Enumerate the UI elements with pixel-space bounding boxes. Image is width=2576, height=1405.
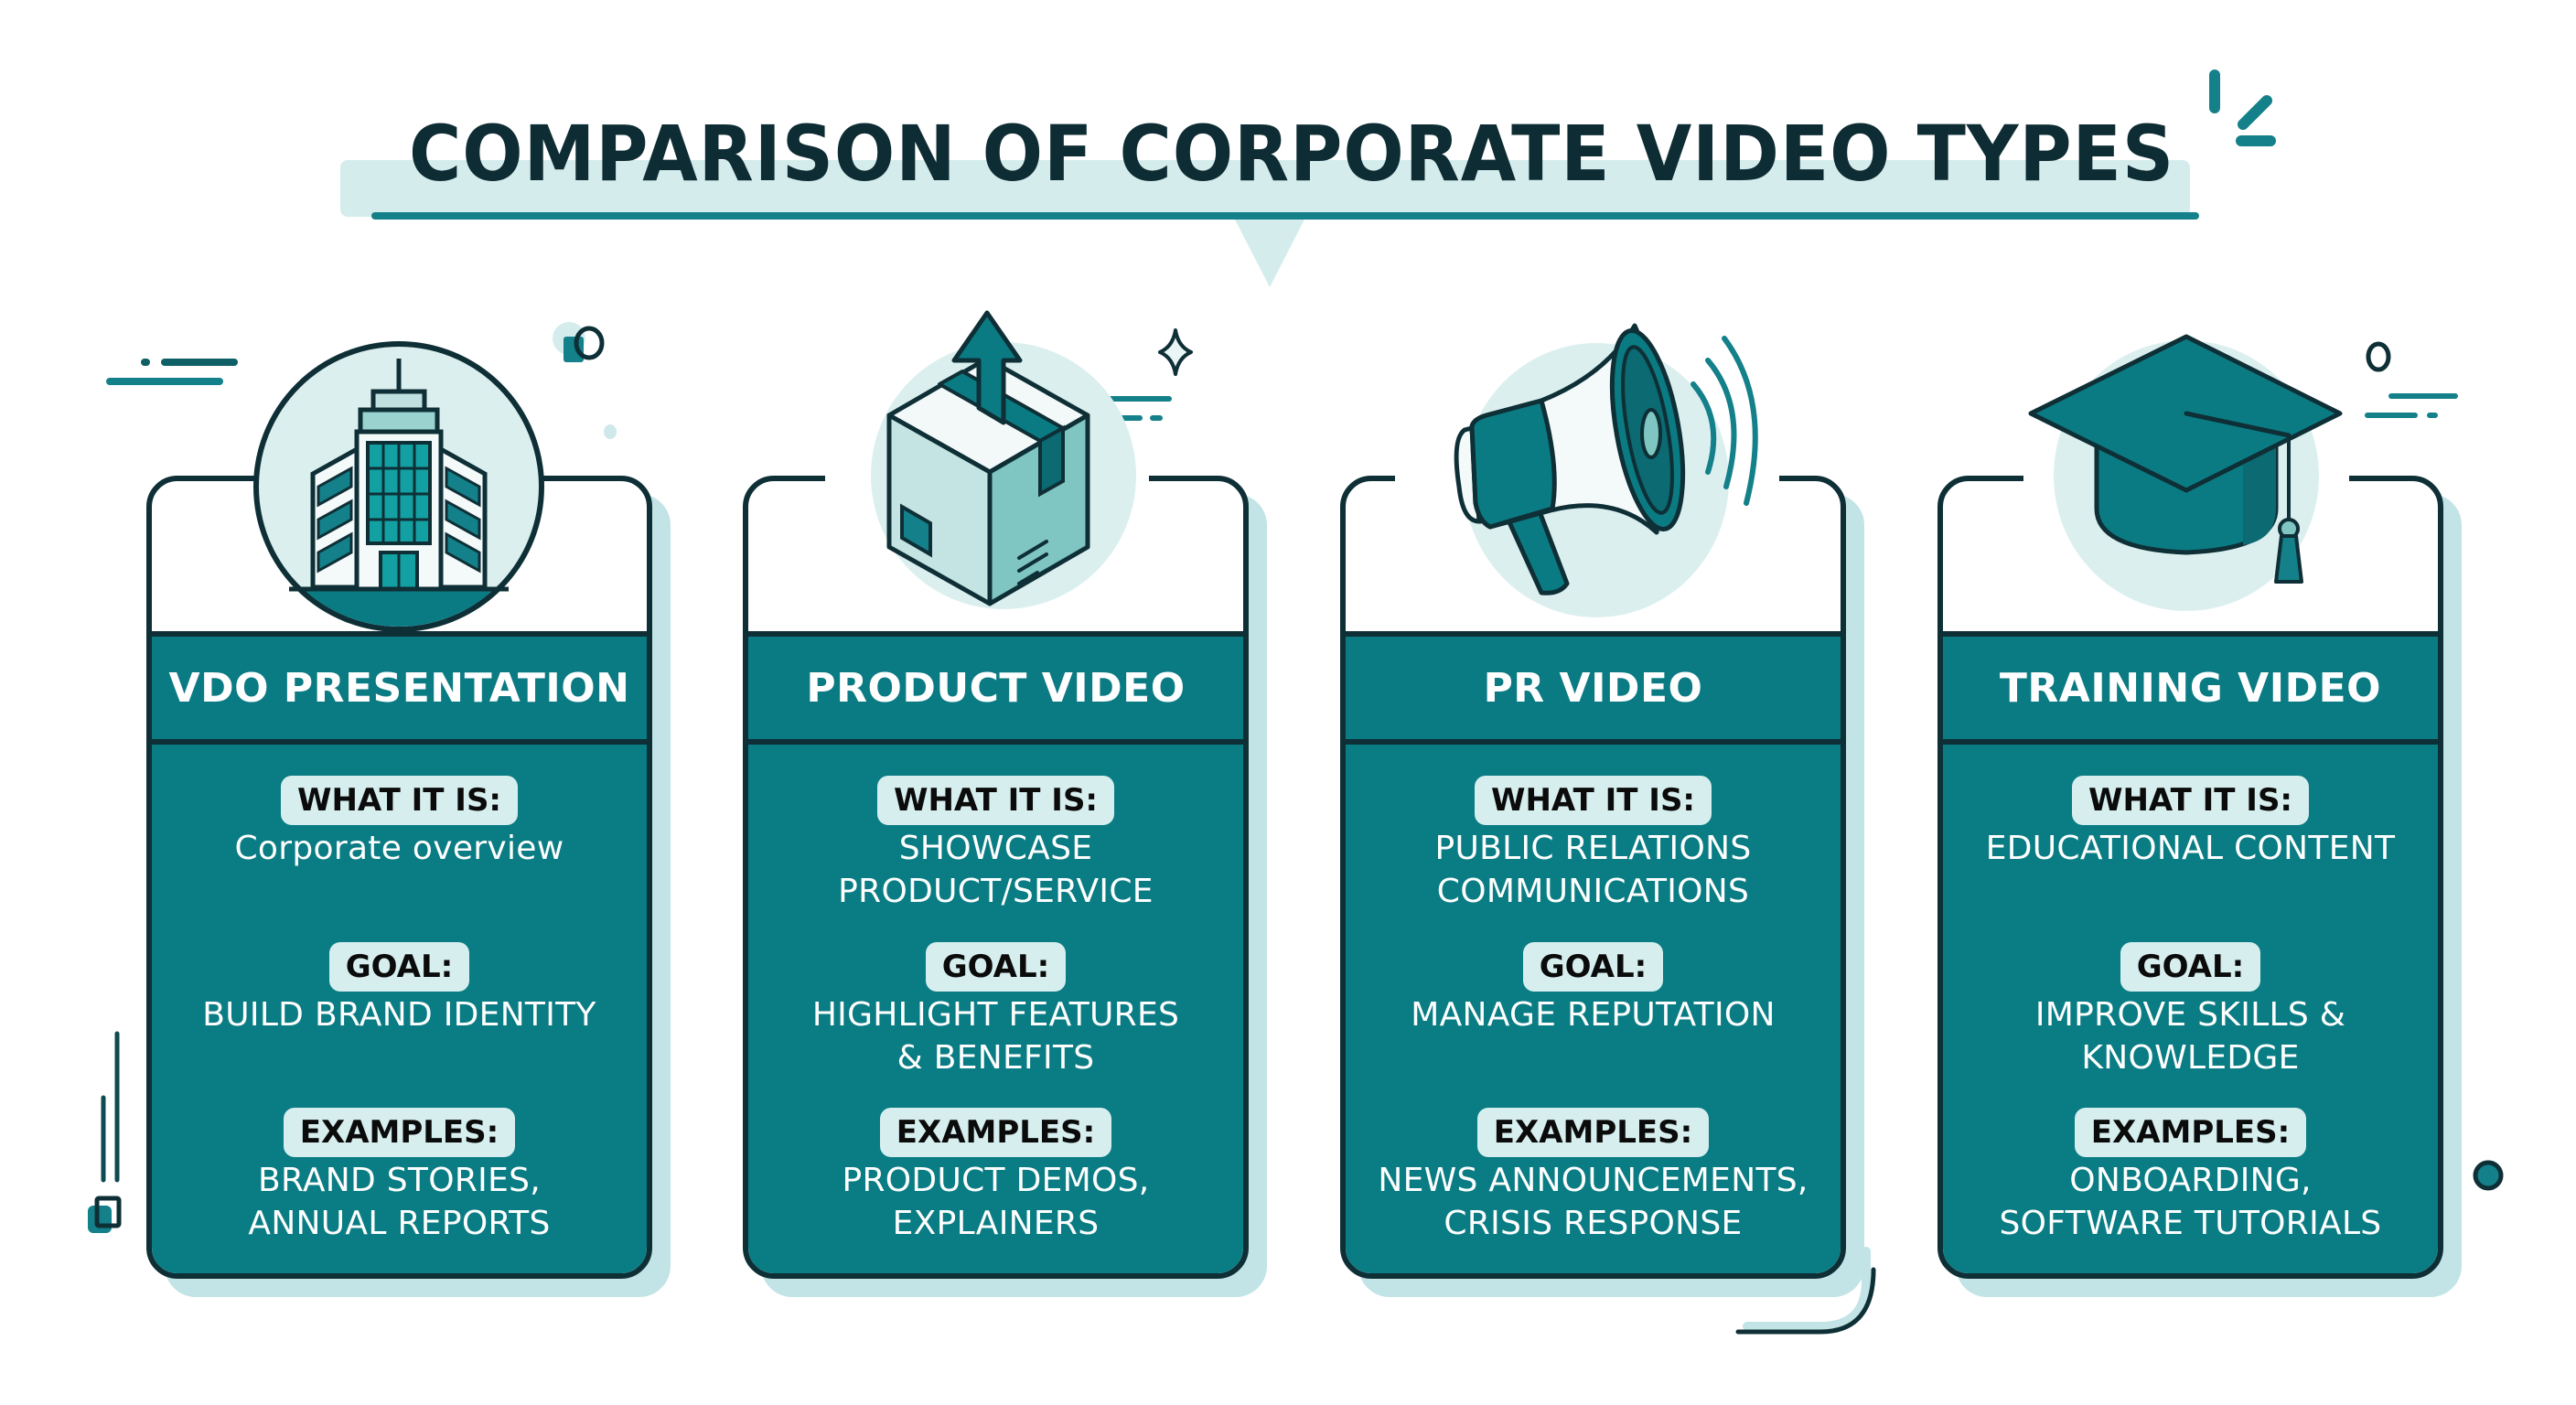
product-box-icon	[871, 310, 1136, 609]
goal-value: BUILD BRAND IDENTITY	[202, 996, 596, 1034]
card-title: VDO PRESENTATION	[168, 664, 630, 712]
card-frame: PR VIDEO WHAT IT IS: PUBLIC RELATIONS CO…	[1340, 476, 1846, 1279]
card-product-video: PRODUCT VIDEO WHAT IT IS: SHOWCASE PRODU…	[743, 310, 1267, 1297]
dot-icon	[2473, 1160, 2504, 1191]
what-section: WHAT IT IS: Corporate overview	[152, 776, 647, 870]
card-title: PRODUCT VIDEO	[806, 664, 1186, 712]
sparkle-lines-icon	[2209, 70, 2276, 146]
examples-label: EXAMPLES:	[1476, 1108, 1710, 1157]
dot-icon	[604, 424, 617, 439]
goal-label: GOAL:	[328, 942, 470, 992]
goal-section: GOAL: HIGHLIGHT FEATURES & BENEFITS	[748, 942, 1243, 1079]
examples-section: EXAMPLES: ONBOARDING, SOFTWARE TUTORIALS	[1943, 1108, 2438, 1245]
goal-value: MANAGE REPUTATION	[1411, 996, 1776, 1034]
curve-line-icon	[1735, 1247, 1876, 1335]
card-body: WHAT IT IS: SHOWCASE PRODUCT/SERVICE GOA…	[748, 745, 1243, 1273]
card-body: WHAT IT IS: Corporate overview GOAL: BUI…	[152, 745, 647, 1273]
card-frame: PRODUCT VIDEO WHAT IT IS: SHOWCASE PRODU…	[743, 476, 1249, 1279]
what-section: WHAT IT IS: PUBLIC RELATIONS COMMUNICATI…	[1346, 776, 1841, 913]
speed-lines-icon	[2365, 393, 2458, 418]
what-value: EDUCATIONAL CONTENT	[1985, 830, 2396, 867]
examples-section: EXAMPLES: BRAND STORIES, ANNUAL REPORTS	[152, 1108, 647, 1245]
what-value: SHOWCASE PRODUCT/SERVICE	[838, 830, 1154, 910]
megaphone-icon	[1454, 323, 1758, 617]
ring-icon	[2366, 341, 2391, 372]
examples-section: EXAMPLES: PRODUCT DEMOS, EXPLAINERS	[748, 1108, 1243, 1245]
what-value: Corporate overview	[234, 830, 564, 867]
title-pointer	[1235, 220, 1304, 287]
card-title: TRAINING VIDEO	[1999, 664, 2382, 712]
card-header: VDO PRESENTATION	[152, 631, 647, 745]
goal-section: GOAL: IMPROVE SKILLS & KNOWLEDGE	[1943, 942, 2438, 1079]
card-body: WHAT IT IS: EDUCATIONAL CONTENT GOAL: IM…	[1943, 745, 2438, 1273]
examples-value: ONBOARDING, SOFTWARE TUTORIALS	[1999, 1162, 2382, 1242]
card-pr-video: PR VIDEO WHAT IT IS: PUBLIC RELATIONS CO…	[1340, 323, 1864, 1297]
goal-label: GOAL:	[2120, 942, 2261, 992]
what-section: WHAT IT IS: SHOWCASE PRODUCT/SERVICE	[748, 776, 1243, 913]
examples-value: NEWS ANNOUNCEMENTS, CRISIS RESPONSE	[1378, 1162, 1809, 1242]
card-frame: VDO PRESENTATION WHAT IT IS: Corporate o…	[146, 476, 652, 1279]
card-body: WHAT IT IS: PUBLIC RELATIONS COMMUNICATI…	[1346, 745, 1841, 1273]
examples-section: EXAMPLES: NEWS ANNOUNCEMENTS, CRISIS RES…	[1346, 1108, 1841, 1245]
square-circle-icon	[553, 322, 605, 362]
title-band	[340, 160, 2190, 217]
goal-value: IMPROVE SKILLS & KNOWLEDGE	[2034, 996, 2346, 1077]
what-label: WHAT IT IS:	[2071, 776, 2310, 825]
what-label: WHAT IT IS:	[876, 776, 1115, 825]
what-value: PUBLIC RELATIONS COMMUNICATIONS	[1434, 830, 1752, 910]
graduation-cap-icon	[2028, 334, 2343, 611]
card-header: PRODUCT VIDEO	[748, 631, 1243, 745]
card-training-video: TRAINING VIDEO WHAT IT IS: EDUCATIONAL C…	[1937, 334, 2462, 1297]
examples-value: BRAND STORIES, ANNUAL REPORTS	[248, 1162, 551, 1242]
goal-label: GOAL:	[1522, 942, 1664, 992]
vertical-lines-icon	[88, 1031, 122, 1233]
card-header: PR VIDEO	[1346, 631, 1841, 745]
office-building-icon	[253, 341, 544, 632]
goal-section: GOAL: BUILD BRAND IDENTITY	[152, 942, 647, 1036]
star-sparkle-icon	[1158, 328, 1193, 376]
what-label: WHAT IT IS:	[280, 776, 519, 825]
examples-label: EXAMPLES:	[283, 1108, 516, 1157]
examples-label: EXAMPLES:	[2074, 1108, 2307, 1157]
page-title: COMPARISON OF CORPORATE VIDEO TYPES	[408, 109, 2175, 198]
examples-value: PRODUCT DEMOS, EXPLAINERS	[842, 1162, 1150, 1242]
speed-lines-icon	[106, 359, 238, 385]
examples-label: EXAMPLES:	[879, 1108, 1112, 1157]
what-section: WHAT IT IS: EDUCATIONAL CONTENT	[1943, 776, 2438, 870]
card-vdo-presentation: VDO PRESENTATION WHAT IT IS: Corporate o…	[146, 341, 671, 1297]
goal-section: GOAL: MANAGE REPUTATION	[1346, 942, 1841, 1036]
goal-label: GOAL:	[925, 942, 1067, 992]
title-underline	[371, 212, 2199, 220]
card-header: TRAINING VIDEO	[1943, 631, 2438, 745]
what-label: WHAT IT IS:	[1474, 776, 1712, 825]
goal-value: HIGHLIGHT FEATURES & BENEFITS	[811, 996, 1180, 1077]
card-title: PR VIDEO	[1483, 664, 1703, 712]
